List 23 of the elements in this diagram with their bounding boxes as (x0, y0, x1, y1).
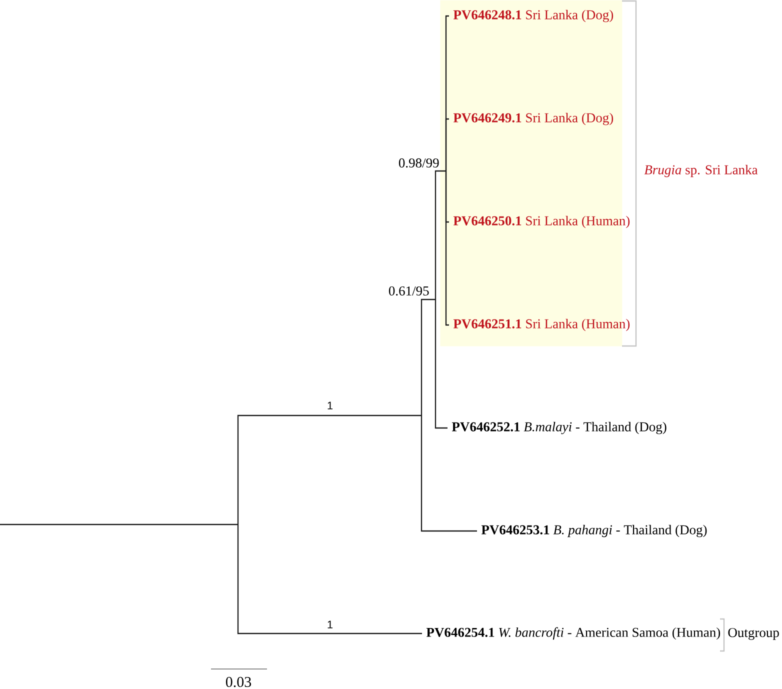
support-value: 1 (328, 620, 333, 628)
taxon-label: PV646252.1 B.malayi - Thailand (Dog) (452, 422, 666, 434)
support-value: 0.98/99 (398, 158, 439, 168)
tree-branch (434, 300, 448, 429)
tree-branch (445, 118, 449, 171)
taxon-label: PV646251.1 Sri Lanka (Human) (453, 318, 630, 332)
taxon-label: PV646250.1 Sri Lanka (Human) (453, 216, 630, 228)
support-value: 1 (328, 402, 333, 410)
tree-branch (237, 524, 422, 634)
support-value: 0.61/95 (388, 286, 429, 296)
tree-branch (445, 171, 449, 326)
group-label: Outgroup (728, 628, 779, 640)
tree-branch (420, 298, 436, 416)
tree-branch (434, 170, 446, 300)
clade-label: Brugia sp. Sri Lanka (644, 164, 758, 178)
tree-branch (420, 416, 477, 532)
taxon-label: PV646253.1 B. pahangi - Thailand (Dog) (481, 524, 707, 538)
tree-branch (0, 524, 238, 526)
scale-label: 0.03 (226, 676, 252, 688)
taxon-label: PV646248.1 Sri Lanka (Dog) (453, 10, 614, 22)
taxon-label: PV646249.1 Sri Lanka (Dog) (453, 112, 614, 126)
tree-branch (237, 414, 422, 524)
taxon-label: PV646254.1 W. bancrofti - American Samoa (Human) (426, 627, 720, 640)
